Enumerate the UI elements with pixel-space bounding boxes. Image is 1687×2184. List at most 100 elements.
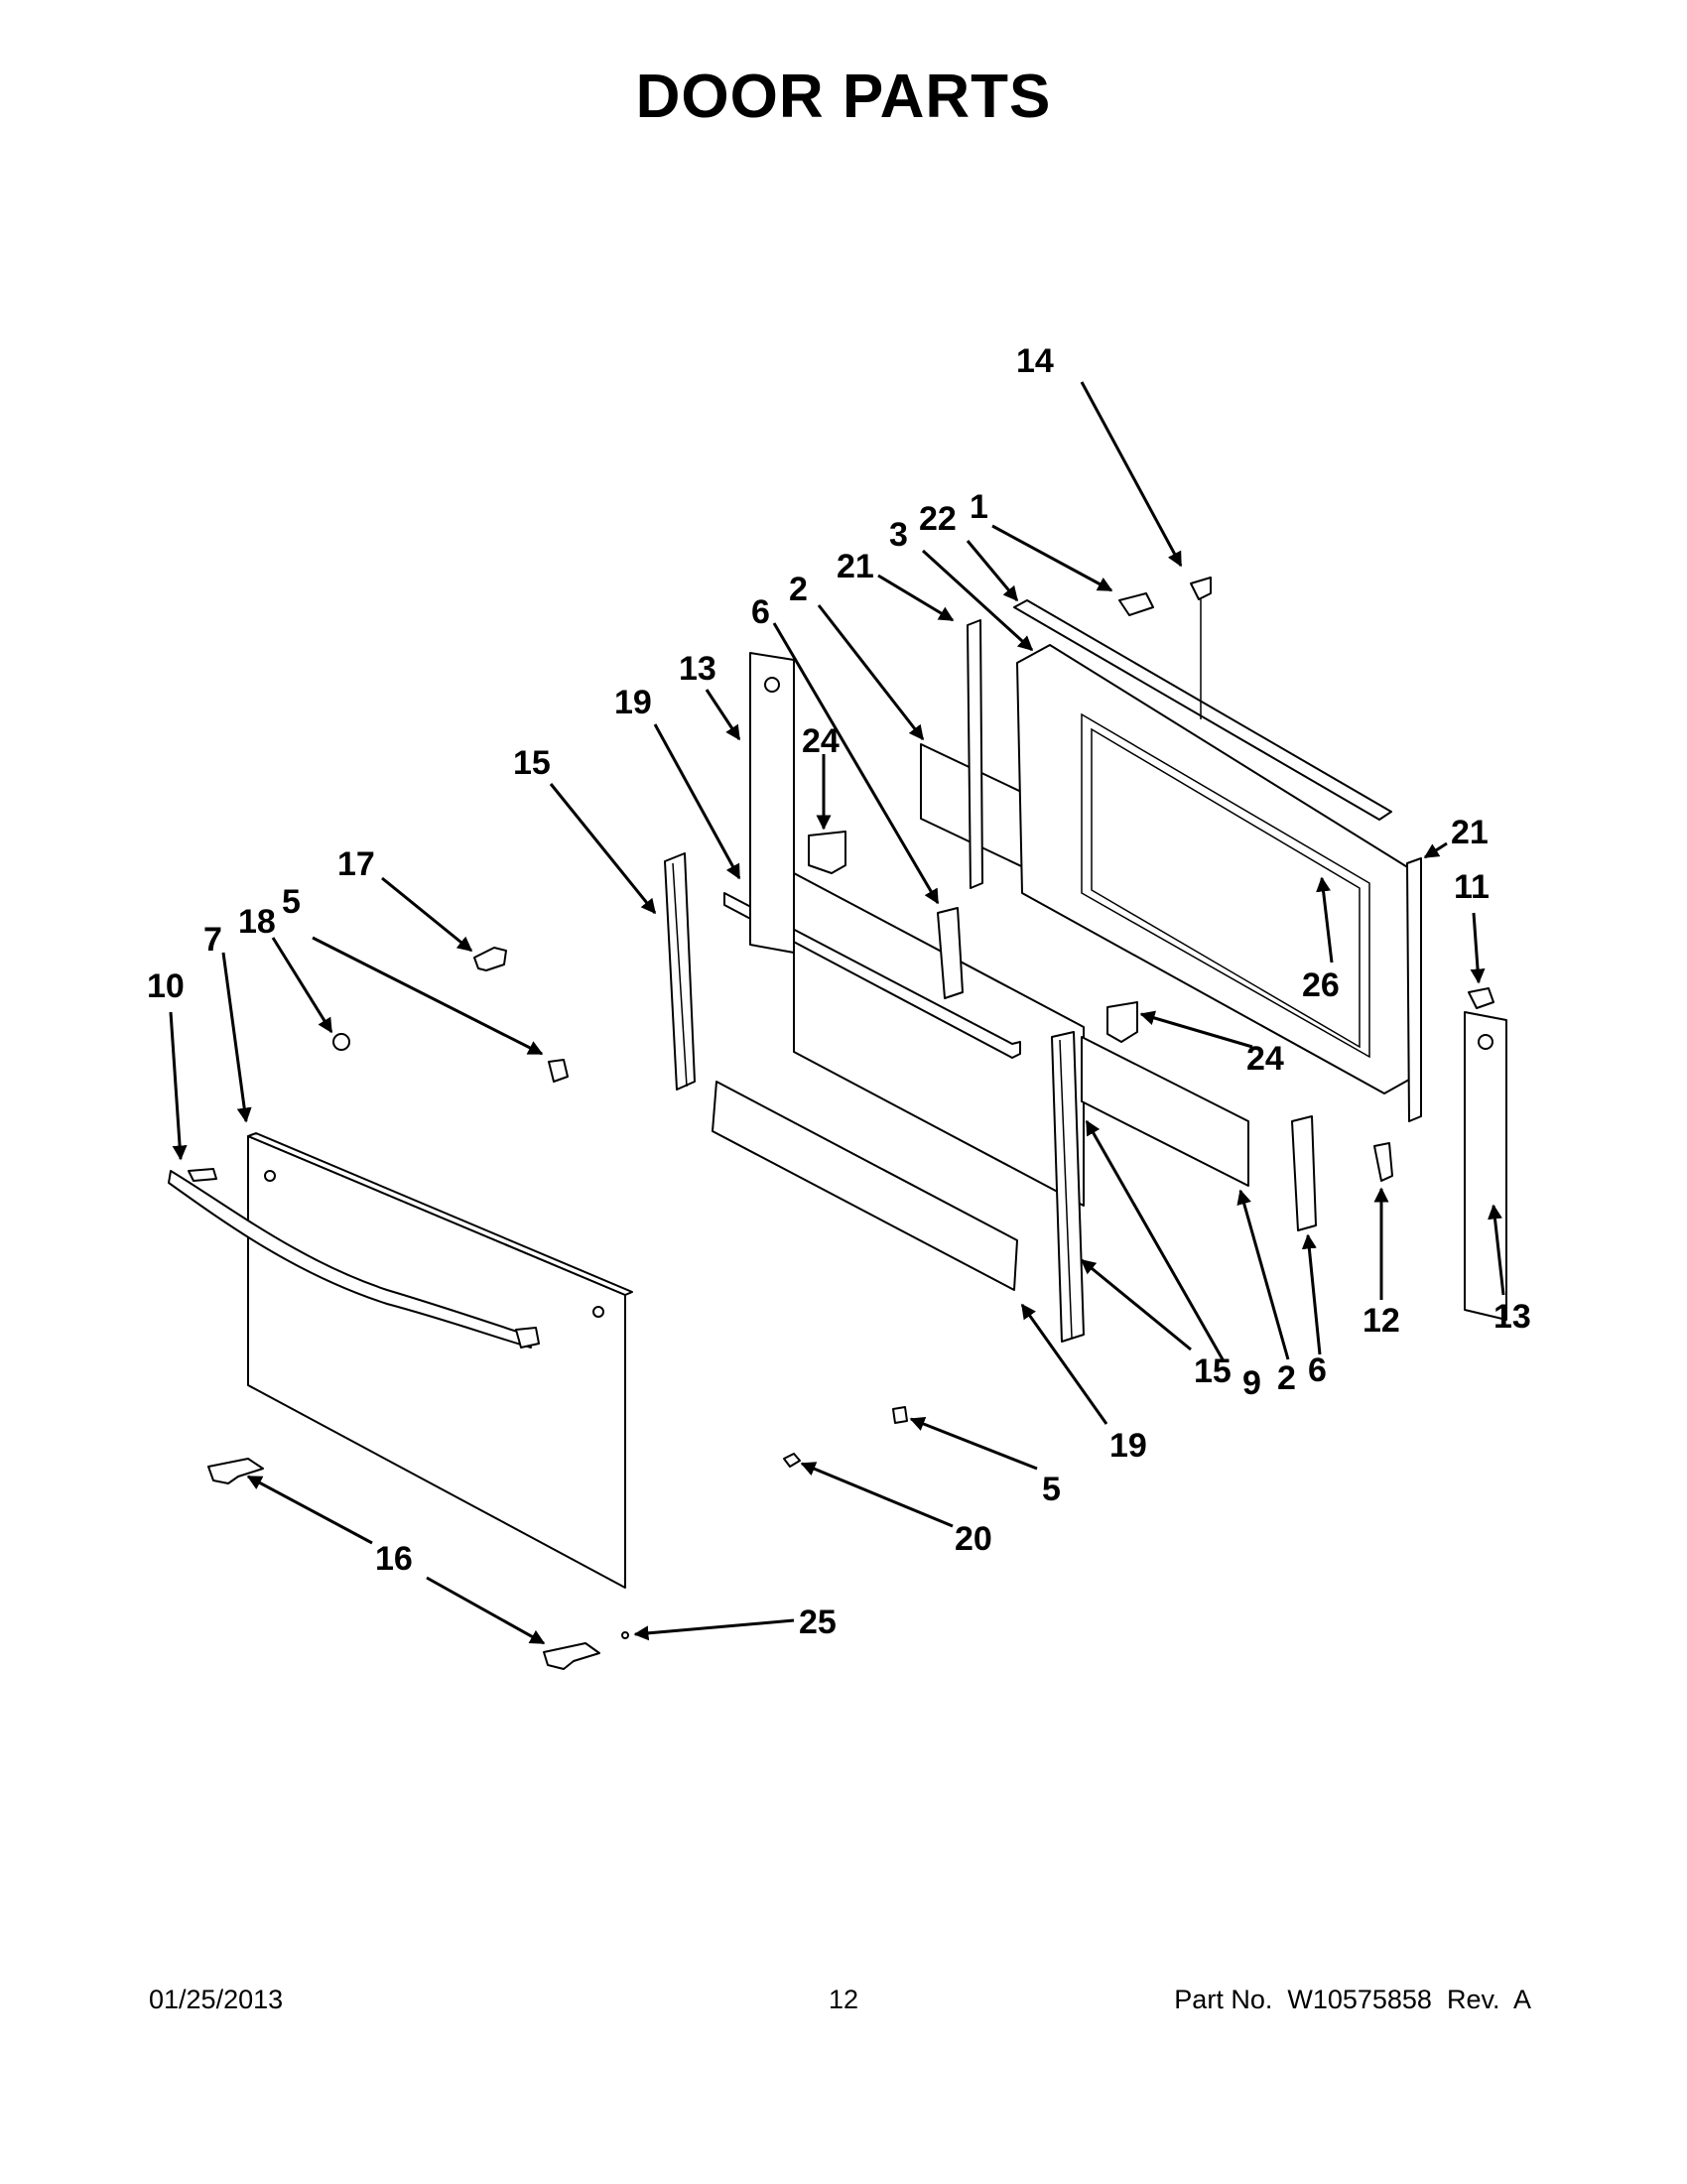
- side-trim-right-groove: [1059, 1039, 1073, 1339]
- side-trim-left-groove: [672, 862, 688, 1088]
- insulation-left: [749, 652, 795, 954]
- callout-18: 18: [238, 903, 276, 941]
- leader-arrows: [169, 381, 1505, 1645]
- leader-14: [1080, 381, 1183, 568]
- leader-19a: [653, 723, 741, 880]
- footer-page-number: 12: [828, 1985, 859, 2014]
- leader-17: [381, 876, 473, 953]
- outer-door-panel: [247, 1135, 626, 1589]
- leader-21b: [1423, 841, 1448, 859]
- leader-20: [800, 1462, 954, 1528]
- callout-22: 22: [919, 500, 957, 538]
- screw-11-icon: [1468, 987, 1494, 1009]
- clip-icon: [548, 1059, 569, 1083]
- door-channel-right: [1406, 857, 1422, 1122]
- handle-end-cap-right: [515, 1327, 540, 1349]
- inner-door-frame-window: [1081, 712, 1370, 1059]
- leader-5b: [909, 1416, 1038, 1471]
- callout-labels: 14 22 1 3 21 2 6 13 19 24 15 17 18 5 7 1…: [147, 342, 1531, 1641]
- callout-2b: 2: [1277, 1359, 1296, 1397]
- leader-11: [1470, 912, 1486, 984]
- hinge-lower: [1291, 1115, 1317, 1231]
- callout-15b: 15: [1194, 1352, 1232, 1390]
- leader-3: [921, 549, 1034, 652]
- gasket: [1091, 727, 1361, 1049]
- leader-15b: [1080, 1258, 1192, 1351]
- callout-2a: 2: [789, 571, 808, 608]
- leader-21a: [877, 574, 955, 622]
- leader-10: [169, 1011, 188, 1161]
- panel-hole-right: [592, 1306, 604, 1318]
- parts-artwork: [168, 577, 1507, 1670]
- callout-20: 20: [955, 1520, 992, 1558]
- vent-strip: [1013, 599, 1392, 821]
- leader-18: [271, 937, 333, 1034]
- callout-6a: 6: [751, 593, 770, 631]
- hinge-upper: [937, 907, 964, 999]
- footer-date: 01/25/2013: [149, 1985, 284, 2014]
- callout-21a: 21: [837, 548, 874, 585]
- footer-part-number: Part No. W10575858 Rev. A: [1174, 1985, 1531, 2014]
- callout-7: 7: [203, 921, 222, 959]
- callout-13a: 13: [679, 650, 716, 688]
- callout-16: 16: [375, 1540, 413, 1578]
- leader-1: [991, 524, 1113, 592]
- callout-6b: 6: [1308, 1351, 1327, 1389]
- glass-retainer-bottom: [712, 1081, 1018, 1291]
- pin-icon: [783, 1453, 801, 1468]
- callout-17: 17: [337, 845, 375, 883]
- leader-25: [633, 1618, 795, 1641]
- clip-icon-2: [892, 1406, 908, 1424]
- callout-1: 1: [970, 488, 988, 526]
- callout-10: 10: [147, 967, 185, 1005]
- page-title: DOOR PARTS: [635, 63, 1052, 131]
- leader-7: [221, 952, 252, 1123]
- leader-19b: [1020, 1303, 1108, 1425]
- leader-9: [1085, 1119, 1225, 1360]
- leader-26: [1316, 876, 1334, 964]
- side-trim-right: [1051, 1031, 1085, 1343]
- handle-end-cap-left: [188, 1168, 217, 1182]
- leader-24b: [1139, 1010, 1253, 1049]
- leader-6a: [772, 622, 940, 905]
- spacer-icon: [621, 1631, 629, 1639]
- screw-1-icon: [1118, 592, 1154, 616]
- leader-2b: [1236, 1189, 1290, 1360]
- screw-14-icon: [1190, 577, 1212, 600]
- outer-door-panel-edge: [247, 1132, 633, 1296]
- leader-13b: [1488, 1204, 1505, 1296]
- callout-24b: 24: [1246, 1040, 1284, 1078]
- hinge-slot-cover-right: [543, 1642, 600, 1670]
- insulation-left-hole: [764, 677, 780, 693]
- callout-13b: 13: [1493, 1298, 1531, 1336]
- leader-13a: [705, 689, 741, 741]
- hinge-slot-cover-left: [207, 1458, 264, 1484]
- leader-22: [966, 540, 1019, 602]
- callout-26: 26: [1302, 966, 1340, 1004]
- callout-21b: 21: [1451, 814, 1489, 851]
- callout-5a: 5: [282, 883, 301, 921]
- screw-12-icon: [1373, 1142, 1393, 1182]
- door-channel-left: [967, 619, 983, 889]
- callout-19a: 19: [614, 684, 652, 721]
- callout-5b: 5: [1042, 1471, 1061, 1508]
- callout-11: 11: [1454, 868, 1490, 906]
- callout-9: 9: [1242, 1364, 1261, 1402]
- panel-hole-left: [264, 1170, 276, 1182]
- leader-5a: [312, 936, 544, 1056]
- leader-6b: [1301, 1233, 1322, 1355]
- callout-12: 12: [1363, 1302, 1400, 1340]
- inner-door-glass: [793, 872, 1085, 1207]
- bracket-upper: [808, 831, 846, 874]
- screw-icon: [473, 947, 507, 971]
- callout-14: 14: [1016, 342, 1054, 380]
- leader-2a: [817, 604, 925, 741]
- glass-retainer-top: [723, 892, 1021, 1059]
- leader-15a: [549, 783, 657, 915]
- insulation-right-hole: [1478, 1034, 1493, 1050]
- insulation-right: [1464, 1011, 1507, 1321]
- callout-25: 25: [799, 1604, 837, 1641]
- callout-3: 3: [889, 516, 908, 554]
- nut-icon: [332, 1033, 350, 1051]
